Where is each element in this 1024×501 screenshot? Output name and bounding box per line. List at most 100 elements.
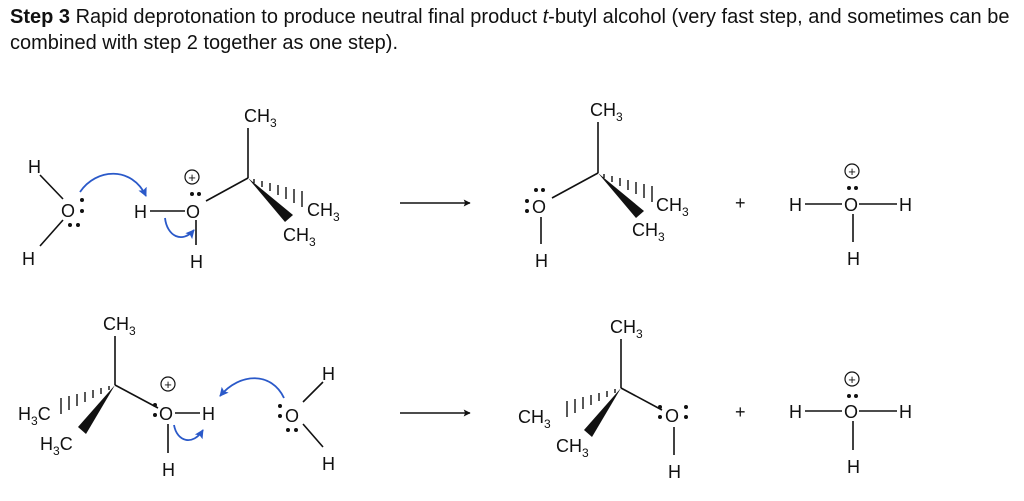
hash-bond (566, 389, 616, 417)
bond (551, 172, 599, 199)
caption-text-2: -butyl alcohol (very fast step, and some… (10, 6, 1010, 54)
bond (39, 219, 64, 247)
lone-pair-dot (294, 428, 298, 432)
atom-h: H (162, 460, 175, 480)
lone-pair-dot (854, 394, 858, 398)
atom-o: O (665, 406, 679, 426)
atom-h: H (202, 404, 215, 424)
bond (205, 177, 249, 202)
lone-pair-dot (153, 413, 157, 417)
lone-pair-dot (658, 415, 662, 419)
lone-pair-dot (658, 405, 662, 409)
row2-oxonium: CH3 H3C H3C + O H H (18, 314, 215, 480)
atom-h: H (22, 249, 35, 269)
lone-pair-dot (534, 188, 538, 192)
lone-pair-dot (278, 414, 282, 418)
group-ch3: CH3 (610, 317, 643, 341)
row1-oxonium: H O + H CH3 CH3 CH3 (134, 106, 340, 272)
atom-h: H (847, 457, 860, 477)
atom-o: O (285, 406, 299, 426)
group-ch3: CH3 (244, 106, 277, 130)
bond (302, 423, 324, 448)
formal-charge-circle (160, 376, 176, 392)
atom-o: O (159, 404, 173, 424)
row2-hydronium: H O H + H (789, 371, 912, 477)
lone-pair-dot (80, 198, 84, 202)
lone-pair-dot (197, 192, 201, 196)
formal-charge-sign: + (164, 377, 172, 392)
atom-h: H (190, 252, 203, 272)
curved-arrow-blue (164, 217, 195, 240)
row1-hydronium: H O H + H (789, 163, 912, 269)
lone-pair-dot (847, 394, 851, 398)
formal-charge-circle (844, 371, 860, 387)
step-label: Step 3 (10, 6, 71, 28)
bond (39, 174, 64, 200)
lone-pair-dot (525, 199, 529, 203)
curved-arrow-blue (173, 424, 204, 441)
atom-o: O (532, 197, 546, 217)
group-ch3: CH3 (632, 220, 665, 244)
lone-pair-dot (684, 405, 688, 409)
formal-charge-circle (184, 169, 200, 185)
bond (114, 384, 159, 409)
lone-pair-dot (684, 415, 688, 419)
group-ch3: CH3 (283, 225, 316, 249)
lone-pair-dot (153, 403, 157, 407)
row2-tbutanol: CH3 CH3 CH3 O H (518, 317, 688, 482)
atom-o: O (61, 201, 75, 221)
row1-water: H H O (22, 157, 84, 269)
hash-bond (253, 179, 303, 207)
wedge-bond (584, 388, 621, 437)
caption-italic-t: t (542, 6, 549, 28)
atom-h: H (668, 462, 681, 482)
lone-pair-dot (190, 192, 194, 196)
group-h3c: H3C (18, 404, 51, 428)
group-ch3: CH3 (556, 436, 589, 460)
plus-sign: + (735, 402, 746, 422)
atom-h: H (322, 364, 335, 384)
row2-water: O H H (278, 364, 335, 474)
atom-h: H (847, 249, 860, 269)
atom-h: H (322, 454, 335, 474)
atom-o: O (844, 195, 858, 215)
lone-pair-dot (278, 404, 282, 408)
lone-pair-dot (80, 209, 84, 213)
caption-text-1: Rapid deprotonation to produce neutral f… (75, 6, 538, 28)
lone-pair-dot (541, 188, 545, 192)
curved-arrow-blue (219, 377, 285, 399)
hash-bond (60, 386, 110, 414)
group-h3c: H3C (40, 434, 73, 458)
atom-o: O (186, 202, 200, 222)
atom-o: O (844, 402, 858, 422)
wedge-bond (78, 385, 115, 434)
lone-pair-dot (286, 428, 290, 432)
lone-pair-dot (525, 209, 529, 213)
group-ch3: CH3 (656, 195, 689, 219)
curved-arrow-blue (79, 172, 147, 197)
wedge-bond (598, 173, 644, 218)
group-ch3: CH3 (518, 407, 551, 431)
group-ch3: CH3 (307, 200, 340, 224)
plus-sign: + (735, 193, 746, 213)
atom-h: H (28, 157, 41, 177)
hash-bond (603, 174, 653, 202)
step-caption: Step 3 Rapid deprotonation to produce ne… (10, 4, 1014, 56)
wedge-bond (248, 178, 293, 222)
formal-charge-sign: + (848, 372, 856, 387)
atom-h: H (789, 402, 802, 422)
row1-tbutanol: O H CH3 CH3 CH3 (525, 100, 689, 271)
lone-pair-dot (76, 223, 80, 227)
lone-pair-dot (68, 223, 72, 227)
bond (620, 387, 663, 411)
atom-h: H (535, 251, 548, 271)
formal-charge-circle (844, 163, 860, 179)
group-ch3: CH3 (103, 314, 136, 338)
atom-h: H (789, 195, 802, 215)
lone-pair-dot (854, 186, 858, 190)
atom-h: H (899, 402, 912, 422)
lone-pair-dot (847, 186, 851, 190)
bond (302, 381, 324, 403)
atom-h: H (899, 195, 912, 215)
